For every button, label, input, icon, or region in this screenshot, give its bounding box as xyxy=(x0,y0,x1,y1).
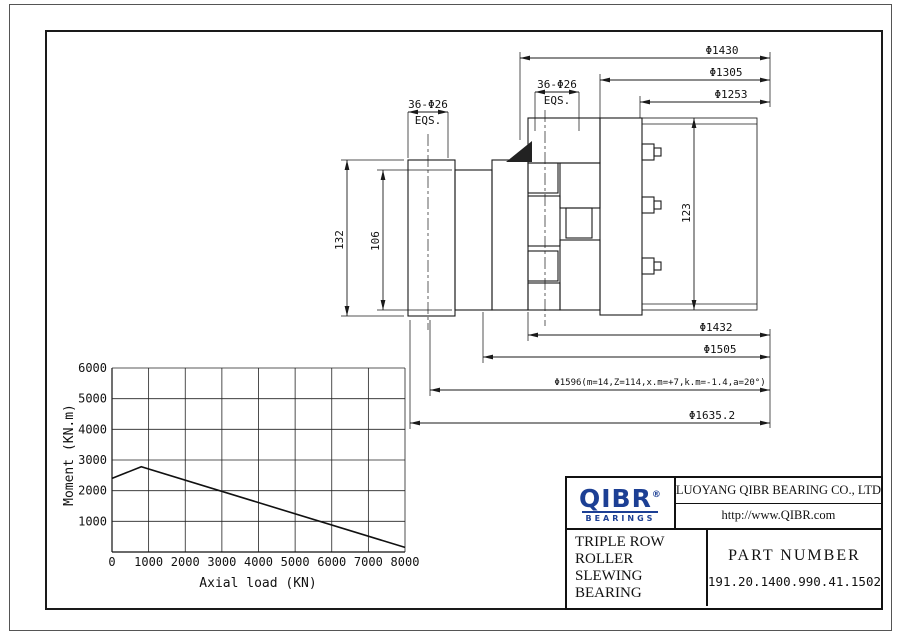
dimension-lines: Φ1430 Φ1305 Φ1253 36-Φ26 EQS. 36-Φ26 xyxy=(333,44,771,429)
x-tick-label: 1000 xyxy=(134,555,163,569)
y-tick-label: 2000 xyxy=(78,484,107,498)
drawing-frame xyxy=(45,30,883,610)
bolt-callout-top: 36-Φ26 EQS. xyxy=(534,78,580,131)
dim-label: EQS. xyxy=(415,114,442,127)
title-block-body-row: TRIPLE ROW ROLLER SLEWING BEARING PART N… xyxy=(567,530,881,606)
registered-mark-icon: ® xyxy=(651,489,662,500)
y-tick-label: 5000 xyxy=(78,392,107,406)
x-tick-label: 5000 xyxy=(281,555,310,569)
part-number-cell: PART NUMBER 191.20.1400.990.41.1502 xyxy=(708,530,881,606)
bolt xyxy=(641,257,655,275)
axial-roller-bottom xyxy=(527,250,559,282)
y-tick-label: 3000 xyxy=(78,453,107,467)
dim-label: 132 xyxy=(333,230,346,250)
x-axis-label: Axial load (KN) xyxy=(199,576,317,591)
moment-capacity-curve xyxy=(111,465,406,549)
x-tick-label: 4000 xyxy=(244,555,273,569)
logo-text: QIBR xyxy=(579,483,652,513)
dim-phi1635: Φ1635.2 xyxy=(409,320,770,429)
dim-label: Φ1596(m=14,Z=114,x.m=+7,k.m=-1.4,a=20°) xyxy=(554,378,765,388)
dim-label: Φ1253 xyxy=(714,88,747,101)
dim-label: 36-Φ26 xyxy=(537,78,577,91)
company-website: http://www.QIBR.com xyxy=(721,508,836,523)
bolt-centerlines xyxy=(427,110,546,330)
product-line-3: SLEWING BEARING xyxy=(575,568,643,601)
dim-phi1430: Φ1430 xyxy=(519,44,770,140)
dim-label: 106 xyxy=(369,231,382,251)
title-block: QIBR® BEARINGS LUOYANG QIBR BEARING CO.,… xyxy=(565,476,883,610)
inner-ring-section xyxy=(599,117,643,316)
dim-label: Φ1635.2 xyxy=(689,409,735,422)
dim-label: Φ1430 xyxy=(705,44,738,57)
logo-wordmark: QIBR® xyxy=(579,483,662,513)
dim-label: Φ1505 xyxy=(703,343,736,356)
x-tick-label: 3000 xyxy=(207,555,236,569)
outer-ring-sections xyxy=(407,159,493,317)
load-moment-chart: 0 1000 2000 3000 4000 5000 6000 7000 8000 1000 200… xyxy=(58,352,458,597)
y-axis-label: Moment (KN.m) xyxy=(62,404,77,506)
company-name: LUOYANG QIBR BEARING CO., LTD xyxy=(675,478,881,504)
dim-label: 36-Φ26 xyxy=(408,98,448,111)
product-line-2: ROLLER xyxy=(575,551,634,567)
dim-phi1505: Φ1505 xyxy=(482,312,770,363)
y-tick-label: 4000 xyxy=(78,422,107,436)
dim-phi1305: Φ1305 xyxy=(599,66,770,118)
dim-106: 106 xyxy=(369,169,452,311)
x-tick-label: 8000 xyxy=(391,555,420,569)
x-tick-label: 7000 xyxy=(354,555,383,569)
dim-phi1253: Φ1253 xyxy=(639,88,770,118)
dim-label: 123 xyxy=(680,203,693,223)
axial-roller-top xyxy=(527,162,559,194)
bolt xyxy=(641,196,655,214)
logo-subtext: BEARINGS xyxy=(582,510,659,523)
load-moment-chart-plot: 0 1000 2000 3000 4000 5000 6000 7000 8000 1000 200… xyxy=(78,361,420,569)
dim-123: 123 xyxy=(680,118,697,310)
sheet-outer-border xyxy=(9,4,892,631)
seal-wedge xyxy=(506,141,532,162)
bolt xyxy=(641,143,655,161)
product-line-1: TRIPLE ROW xyxy=(575,534,665,550)
mounting-bolts xyxy=(641,143,662,275)
dim-phi1432: Φ1432 xyxy=(527,312,770,341)
dim-label: EQS. xyxy=(544,94,571,107)
dim-phi1596-gear: Φ1596(m=14,Z=114,x.m=+7,k.m=-1.4,a=20°) xyxy=(429,320,770,396)
dim-label: Φ1305 xyxy=(709,66,742,79)
x-tick-label: 2000 xyxy=(171,555,200,569)
y-tick-label: 1000 xyxy=(78,514,107,528)
radial-roller xyxy=(565,207,593,239)
bolt-callout-left: 36-Φ26 EQS. xyxy=(407,98,449,158)
roller-rows xyxy=(527,162,593,282)
dim-132: 132 xyxy=(333,159,404,317)
qibr-logo: QIBR® BEARINGS xyxy=(567,478,676,528)
part-number-value: 191.20.1400.990.41.1502 xyxy=(707,574,881,589)
dim-label: Φ1432 xyxy=(699,321,732,334)
product-name: TRIPLE ROW ROLLER SLEWING BEARING xyxy=(567,530,708,606)
mounting-structure xyxy=(641,117,758,311)
x-tick-label: 6000 xyxy=(317,555,346,569)
company-cell: LUOYANG QIBR BEARING CO., LTD http://www… xyxy=(675,478,881,528)
y-tick-label: 6000 xyxy=(78,361,107,375)
part-number-label: PART NUMBER xyxy=(728,547,861,564)
x-tick-label: 0 xyxy=(108,555,115,569)
title-block-header-row: QIBR® BEARINGS LUOYANG QIBR BEARING CO.,… xyxy=(567,478,881,530)
